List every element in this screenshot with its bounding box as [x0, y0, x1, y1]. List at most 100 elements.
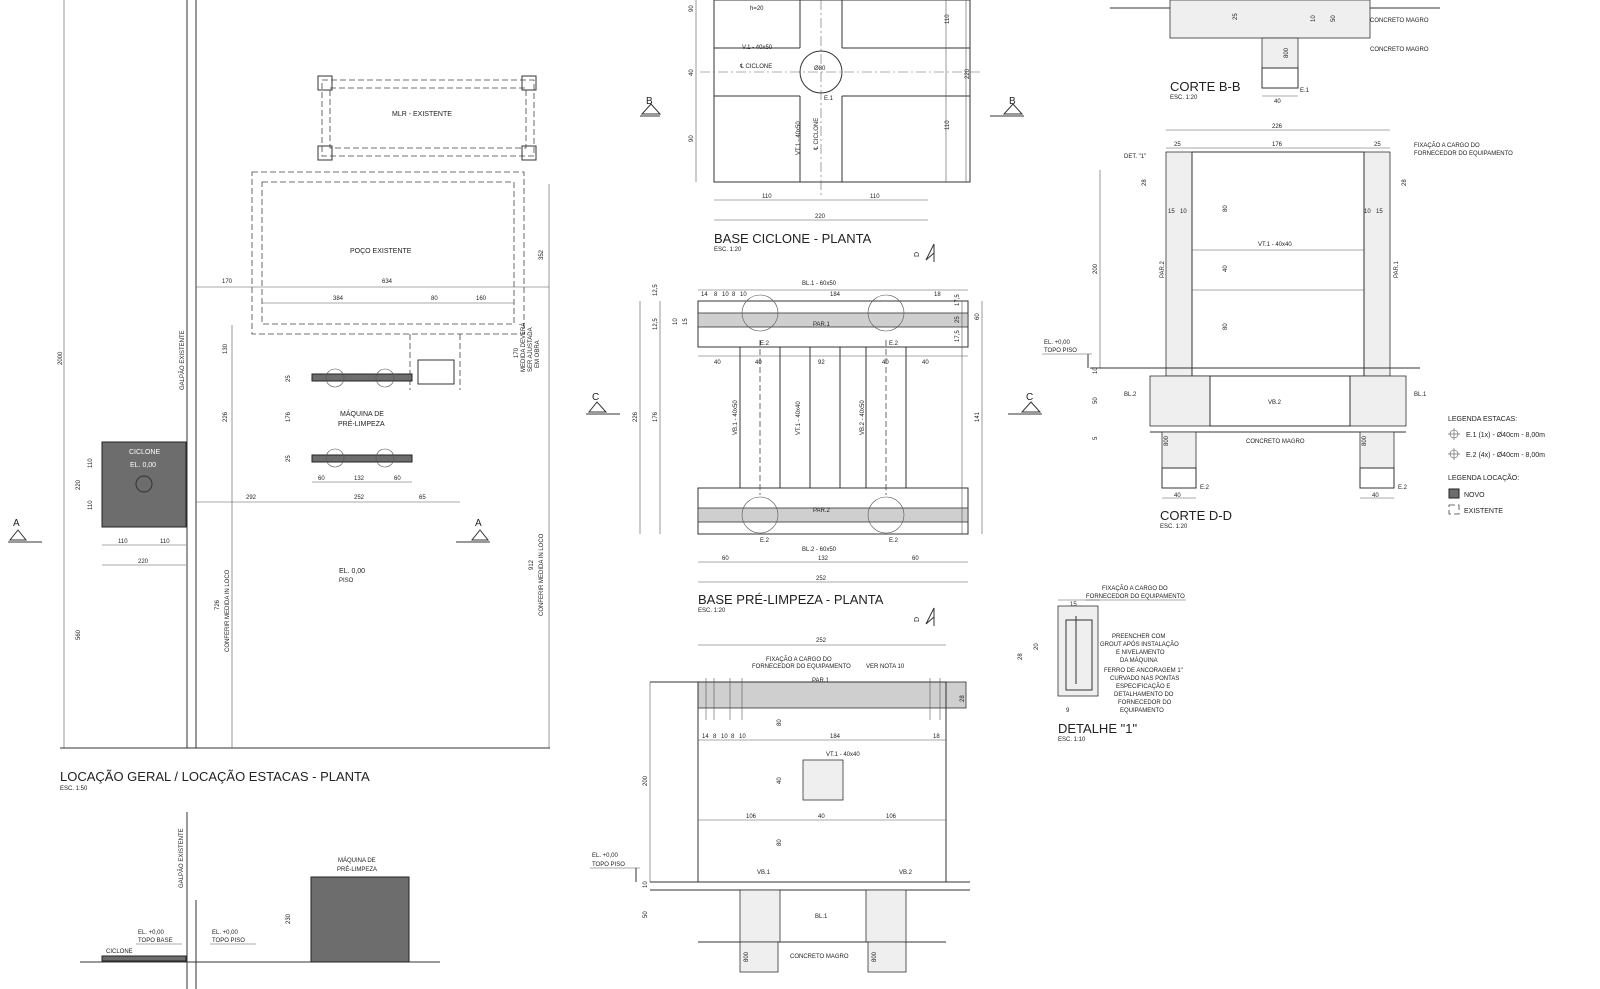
bp-226: 226 [633, 411, 639, 422]
bc-phi: Ø80 [814, 66, 826, 72]
bc-d110r2: 110 [945, 120, 951, 130]
cc-concreto: CONCRETO MAGRO [790, 954, 849, 960]
corte-dd: 226 25 176 25 DET. "1" FIXAÇÃO A CARGO D… [1042, 124, 1513, 530]
ciclone-label: CICLONE [129, 449, 160, 456]
bc-d110a: 110 [762, 194, 772, 200]
corte-bb: CONCRETO MAGRO CONCRETO MAGRO E.1 25 10 … [1110, 0, 1440, 105]
elev-ciclone: CICLONE [106, 949, 133, 955]
bp-40c: 40 [882, 360, 889, 366]
cc-row-2: 8 [713, 734, 717, 740]
dd-r2: 10 [1180, 209, 1187, 215]
bc-ciclone-v: ℄ CICLONE [814, 118, 820, 151]
cc-28: 28 [960, 695, 966, 702]
bp-par1: PAR.1 [813, 322, 831, 328]
bb-10: 10 [1311, 15, 1317, 22]
elev-dim-230: 230 [286, 913, 292, 924]
medida-note-1: MEDIDA DEVERÁ [520, 323, 527, 372]
mlr-label: MLR - EXISTENTE [392, 111, 452, 118]
bc-d90b: 90 [689, 135, 695, 142]
bp-top-4: 8 [732, 292, 736, 298]
dd-fix-1: FIXAÇÃO A CARGO DO [1414, 142, 1480, 149]
bp-c-left: C [592, 392, 599, 403]
dd-vt1: VT.1 - 40x40 [1258, 242, 1292, 248]
dim-170: 170 [222, 279, 233, 285]
cc-106b: 106 [886, 814, 897, 820]
cc-fix-2: FORNECEDOR DO EQUIPAMENTO [752, 664, 851, 670]
dd-e2b: E.2 [1398, 485, 1408, 491]
bp-141: 141 [975, 411, 981, 422]
d1-grout-2: GROUT APÓS INSTALAÇÃO [1100, 641, 1179, 648]
detalhe-1: 15 28 20 9 FIXAÇÃO A CARGO DO FORNECEDOR… [1018, 585, 1186, 743]
dd-28b: 28 [1402, 179, 1408, 186]
cc-40v: 40 [777, 777, 783, 784]
bp-e2-d: E.2 [889, 538, 899, 544]
dim-80: 80 [431, 296, 438, 302]
dd-bl2: BL.2 [1124, 392, 1137, 398]
cc-fix-1: FIXAÇÃO A CARGO DO [766, 656, 832, 663]
cc-nota: VER NOTA 10 [866, 664, 905, 670]
bp-c-right: C [1026, 392, 1033, 403]
cc-800b: 800 [872, 951, 878, 962]
d1-28: 28 [1018, 653, 1024, 660]
dd-5: 5 [1093, 436, 1099, 440]
bc-d220: 220 [815, 214, 826, 220]
cc-106a: 106 [746, 814, 757, 820]
bc-d: D [914, 252, 921, 257]
dim-176: 176 [286, 411, 292, 422]
dim-292: 292 [246, 495, 257, 501]
bp-40d: 40 [922, 360, 929, 366]
medida-note-2: SER AJUSTADA [528, 327, 534, 372]
dd-28a: 28 [1142, 179, 1148, 186]
cc-800a: 800 [744, 951, 750, 962]
dd-fix-2: FORNECEDOR DO EQUIPAMENTO [1414, 151, 1513, 157]
bb-scale: ESC. 1:20 [1170, 95, 1198, 101]
bc-e1: E.1 [824, 96, 834, 102]
elev-galpao: GALPÃO EXISTENTE [178, 828, 185, 888]
bc-d90a: 90 [689, 5, 695, 12]
maquina-label-2: PRÉ-LIMPEZA [338, 419, 385, 428]
ciclone-base-plan [101, 441, 187, 528]
cc-40h: 40 [818, 814, 825, 820]
legend-existente-swatch [1448, 504, 1460, 515]
bc-d110r: 110 [945, 14, 951, 24]
bp-title: BASE PRÉ-LIMPEZA - PLANTA [698, 592, 884, 607]
bp-lv2: 12,5 [653, 318, 659, 330]
bp-scale: ESC. 1:20 [698, 608, 726, 614]
d1-grout-1: PREENCHER COM [1112, 634, 1165, 640]
dim-384: 384 [333, 296, 344, 302]
section-a-right: A [475, 518, 482, 529]
base-pre-limpeza-plan: BL.1 - 60x50 PAR.1 PAR.2 BL.2 - 60x50 VB… [586, 281, 1042, 626]
bp-lv1: 12,5 [653, 284, 659, 296]
dim-25a: 25 [286, 375, 292, 382]
dd-80a: 80 [1223, 205, 1229, 212]
d1-ferro-4: DETALHAMENTO DO [1114, 692, 1174, 698]
bp-vb2: VB.2 - 40x50 [860, 400, 866, 435]
bp-bl2: BL.2 - 60x50 [802, 547, 837, 553]
cc-80b: 80 [777, 839, 783, 846]
dd-50: 50 [1093, 397, 1099, 404]
dd-el-2: TOPO PISO [1044, 348, 1077, 354]
bb-40: 40 [1274, 99, 1281, 105]
cc-10: 10 [643, 881, 649, 888]
dd-el-1: EL. +0,00 [1044, 340, 1071, 346]
bp-vt1: VT.1 - 40x40 [796, 401, 802, 435]
bc-b-right: B [1009, 96, 1016, 107]
dim-110a: 110 [88, 458, 94, 468]
d1-ferro-6: EQUIPAMENTO [1120, 708, 1164, 714]
bp-60b: 60 [912, 556, 919, 562]
dd-25b: 25 [1374, 142, 1381, 148]
poco-label: POÇO EXISTENTE [350, 248, 412, 255]
dd-r4: 15 [1376, 209, 1383, 215]
d1-ferro-1: FERRO DE ANCORAGEM 1" [1104, 668, 1183, 674]
corte-cc: 252 FIXAÇÃO A CARGO DO FORNECEDOR DO EQU… [590, 638, 970, 973]
bp-18: 18 [934, 292, 941, 298]
dim-352: 352 [539, 249, 545, 260]
bp-40b: 40 [755, 360, 762, 366]
bp-top-5: 10 [740, 292, 747, 298]
legend-locacao-title: LEGENDA LOCAÇÃO: [1448, 473, 1519, 482]
dim-160: 160 [476, 296, 487, 302]
dd-200: 200 [1093, 263, 1099, 274]
bp-e2-b: E.2 [889, 341, 899, 347]
bp-184: 184 [830, 292, 841, 298]
